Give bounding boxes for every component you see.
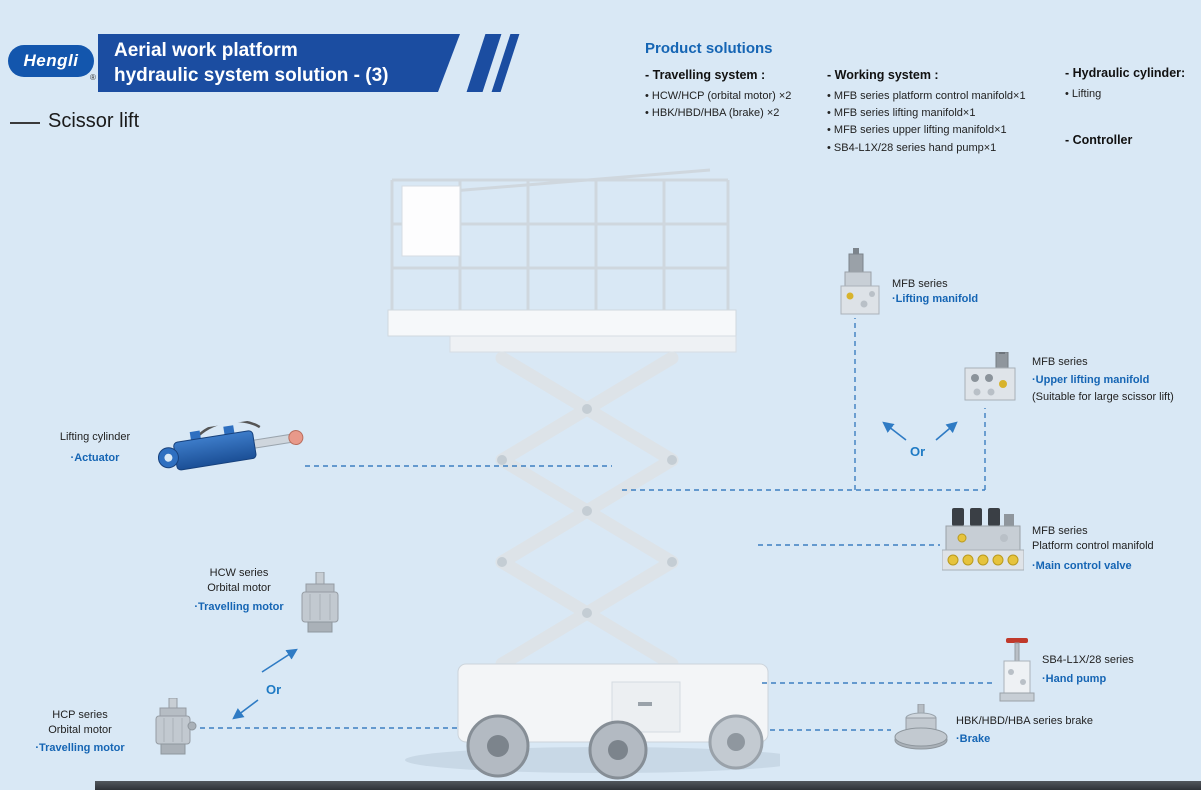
dash-decoration — [10, 122, 40, 124]
callout-accent: ·Lifting manifold — [892, 292, 979, 305]
travelling-item: • HBK/HBD/HBA (brake) ×2 — [645, 107, 780, 120]
cylinder-item: • Lifting — [1065, 88, 1102, 101]
working-item: • MFB series upper lifting manifold×1 — [827, 124, 1007, 137]
callout-line: HCW series — [209, 567, 269, 579]
title-banner: Aerial work platform hydraulic system so… — [98, 34, 460, 92]
working-system-column: - Working system : • MFB series platform… — [827, 66, 1059, 157]
hand-pump-image — [999, 638, 1035, 702]
callout-line: HBK/HBD/HBA series brake — [956, 715, 1093, 727]
callout-accent: ·Travelling motor — [194, 600, 284, 613]
callout-line: Orbital motor — [48, 723, 112, 736]
working-item: • SB4-L1X/28 series hand pump×1 — [827, 141, 997, 154]
brake-callout: HBK/HBD/HBA series brake ·Brake — [956, 714, 1146, 747]
hcp-callout: HCP series Orbital motor ·Travelling mot… — [20, 708, 140, 756]
callout-line: MFB series — [892, 278, 948, 290]
travelling-item: • HCW/HCP (orbital motor) ×2 — [645, 90, 792, 103]
brake-image — [894, 704, 948, 750]
bottom-bar — [95, 781, 1201, 790]
lifting-cylinder-callout: Lifting cylinder ·Actuator — [35, 430, 155, 466]
callout-accent: ·Upper lifting manifold — [1032, 373, 1150, 386]
callout-line: HCP series — [52, 709, 108, 721]
hcw-callout: HCW series Orbital motor ·Travelling mot… — [183, 566, 295, 615]
or-label-right: Or — [910, 444, 926, 459]
callout-accent: ·Travelling motor — [35, 741, 125, 754]
callout-line: MFB series — [1032, 525, 1088, 537]
hcw-motor-image — [301, 572, 339, 633]
callout-note: (Suitable for large scissor lift) — [1032, 390, 1174, 403]
hydraulic-cylinder-column: - Hydraulic cylinder: • Lifting - Contro… — [1065, 64, 1197, 151]
title-line-2: hydraulic system solution - (3) — [114, 65, 389, 86]
registered-mark: ® — [90, 73, 96, 82]
callout-line: SB4-L1X/28 series — [1042, 654, 1134, 666]
title-line-1: Aerial work platform — [114, 39, 298, 61]
hengli-logo: Hengli — [8, 45, 94, 77]
platform-control-manifold-image — [942, 508, 1024, 571]
callout-line: MFB series — [1032, 356, 1088, 368]
callout-line: Lifting cylinder — [59, 431, 131, 443]
mfb-lifting-callout: MFB series ·Lifting manifold — [892, 277, 978, 307]
mfb-upper-manifold-image — [964, 352, 1016, 401]
mfb-platform-callout: MFB series Platform control manifold ·Ma… — [1032, 524, 1200, 574]
or-label-left: Or — [266, 682, 282, 697]
product-solutions-heading: Product solutions — [645, 40, 773, 57]
callout-accent: ·Hand pump — [1042, 672, 1107, 685]
callout-accent: ·Main control valve — [1032, 559, 1132, 572]
mfb-lifting-manifold-image — [840, 248, 880, 315]
controller-title: - Controller — [1065, 133, 1133, 148]
hydraulic-cylinder-title: - Hydraulic cylinder: — [1065, 66, 1186, 80]
callout-line: Platform control manifold — [1032, 539, 1154, 552]
travelling-system-title: - Travelling system : — [645, 68, 766, 82]
callout-accent: ·Actuator — [70, 451, 120, 464]
callout-line: Orbital motor — [207, 581, 271, 594]
working-item: • MFB series lifting manifold×1 — [827, 107, 976, 120]
working-system-title: - Working system : — [827, 68, 939, 82]
working-item: • MFB series platform control manifold×1 — [827, 90, 1026, 103]
hcp-motor-image — [155, 698, 197, 755]
page-subtitle: Scissor lift — [48, 110, 140, 132]
hand-pump-callout: SB4-L1X/28 series ·Hand pump — [1042, 653, 1192, 687]
scissor-lift-illustration — [387, 168, 780, 780]
travelling-system-column: - Travelling system : • HCW/HCP (orbital… — [645, 66, 823, 122]
mfb-upper-callout: MFB series ·Upper lifting manifold (Suit… — [1032, 355, 1200, 405]
callout-accent: ·Brake — [956, 732, 991, 745]
lifting-cylinder-image — [157, 419, 304, 471]
